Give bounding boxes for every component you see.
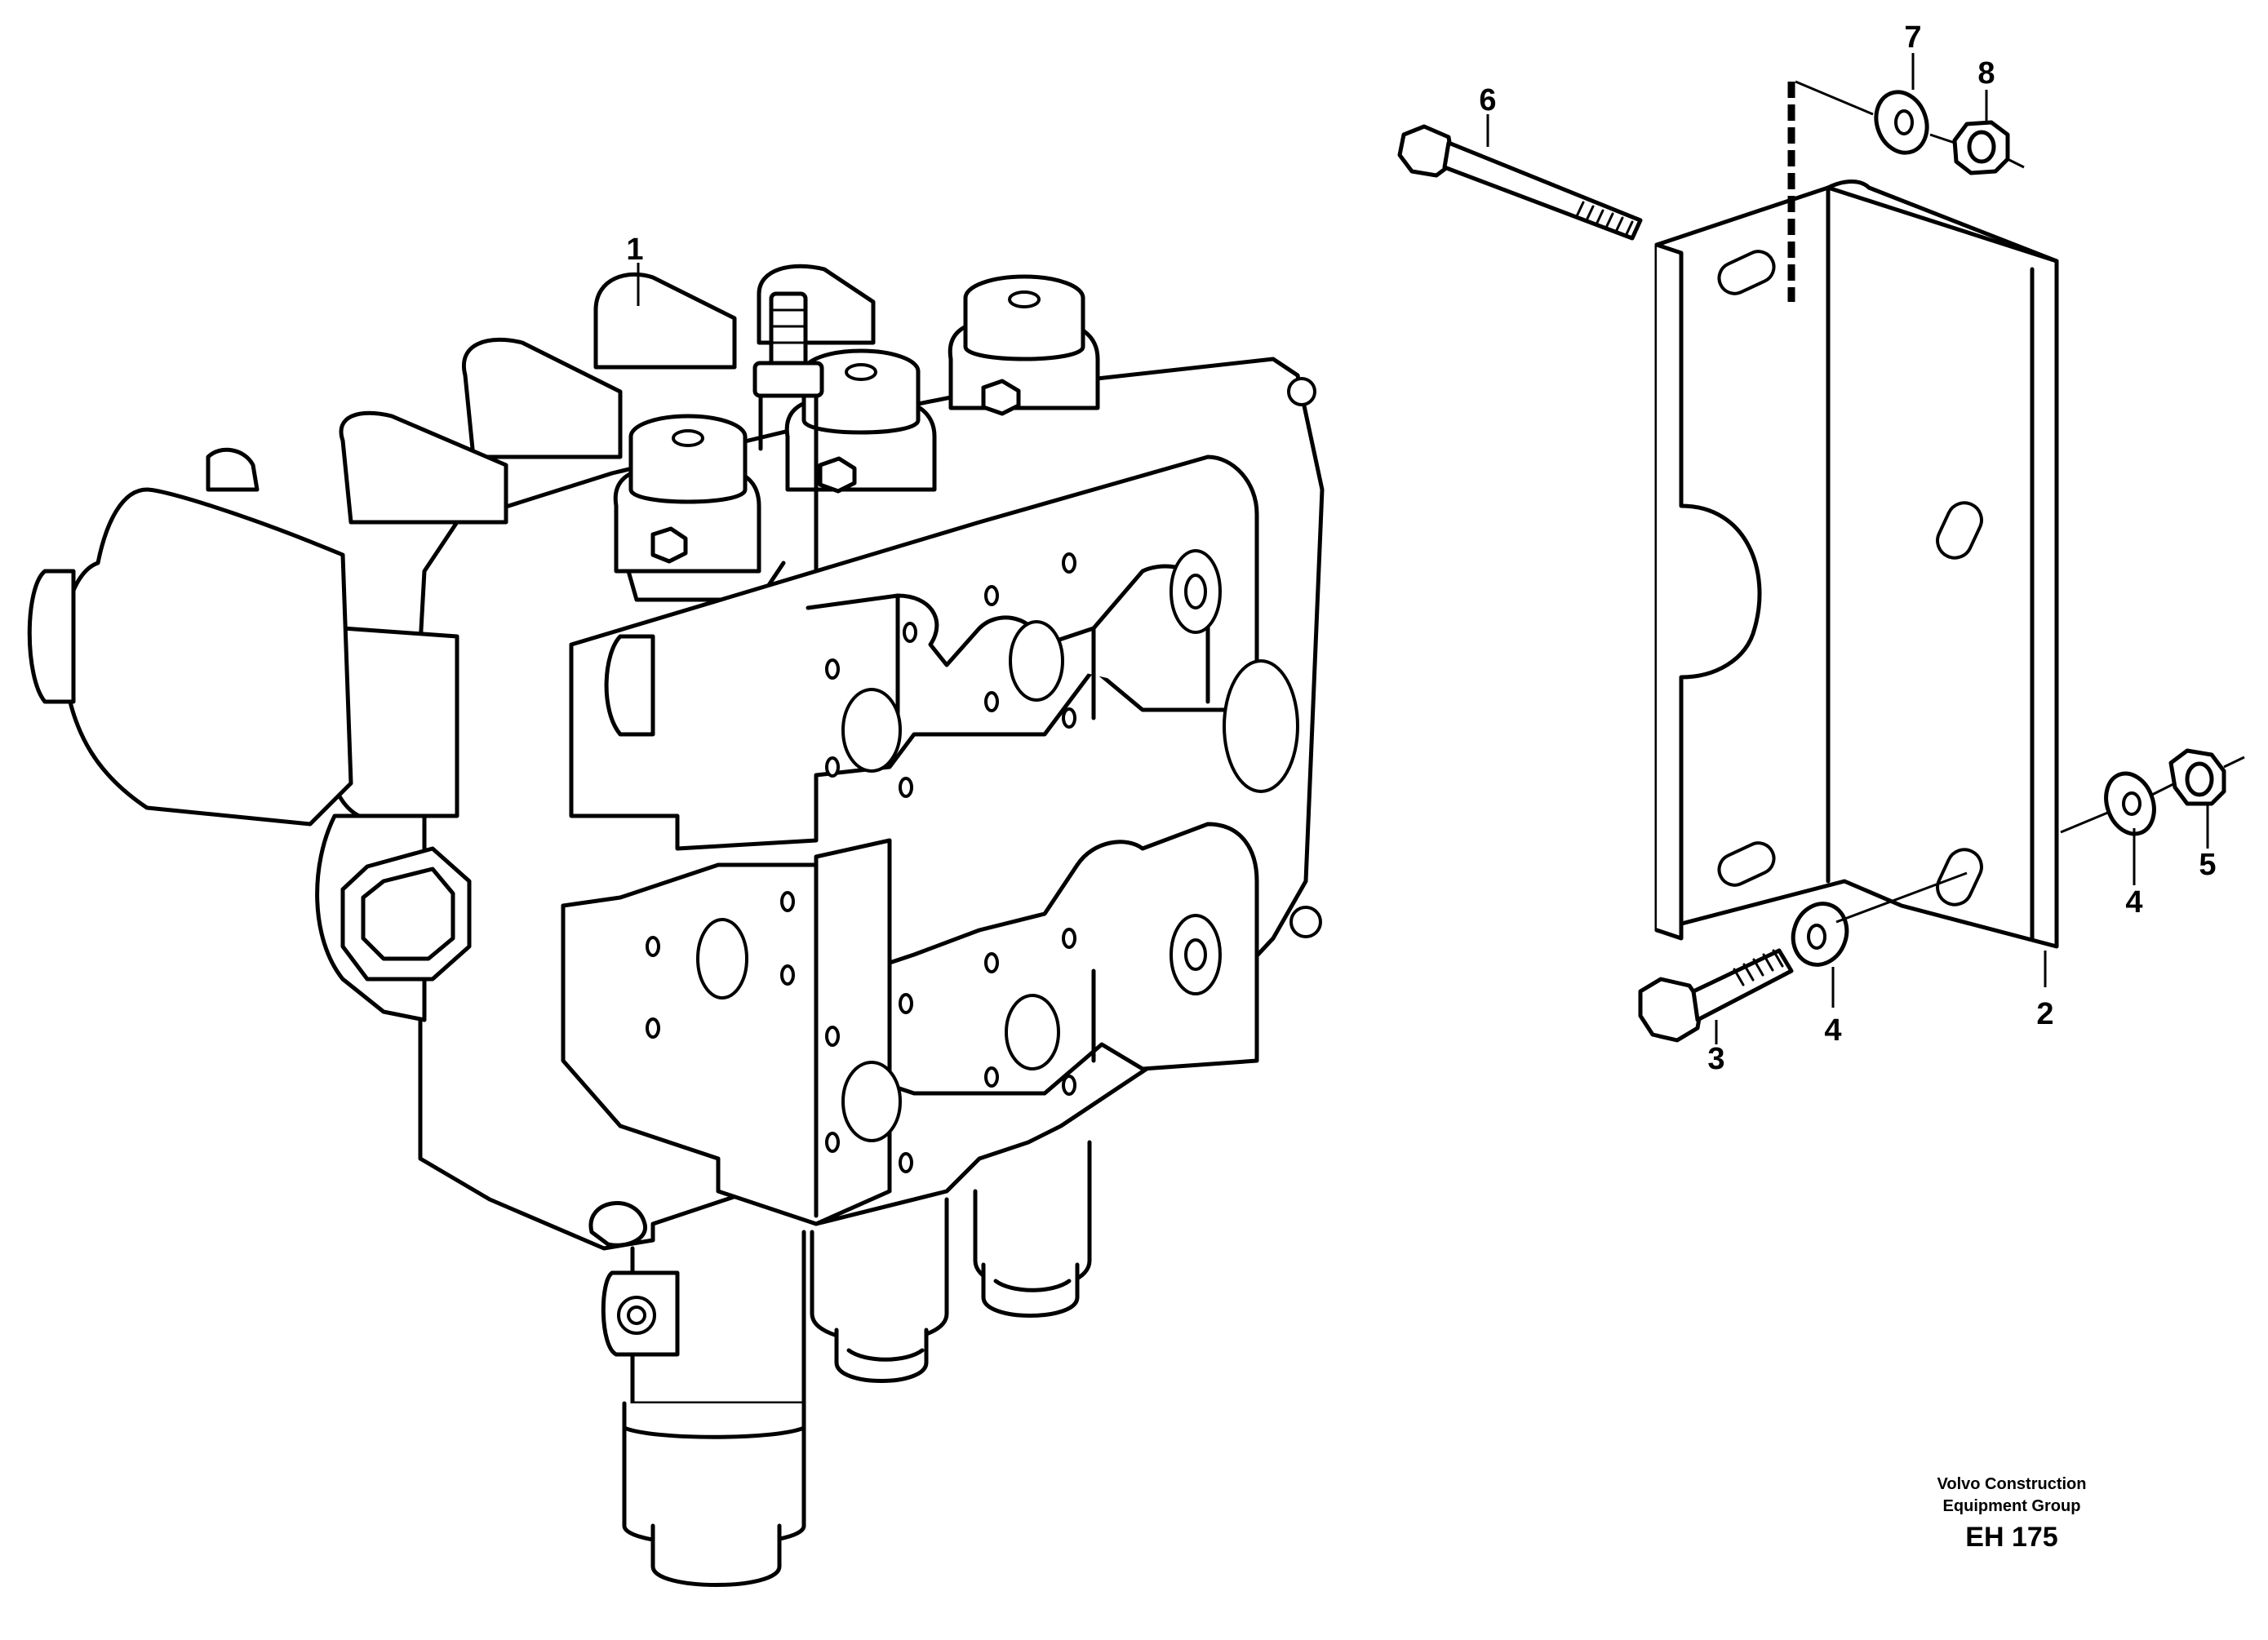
callout-2: 2 — [2036, 997, 2053, 1031]
valve-cap — [948, 274, 1100, 416]
company-name-line1: Volvo Construction — [1937, 1475, 2087, 1493]
bolt-icon — [1638, 948, 1794, 1043]
bolt-icon — [1397, 124, 1643, 241]
callout-8: 8 — [1977, 56, 1995, 91]
washer-icon — [1874, 90, 1929, 155]
mounting-bracket — [1654, 180, 2059, 949]
valve-cap — [613, 414, 786, 602]
company-name-line2: Equipment Group — [1943, 1497, 2081, 1515]
washer-icon — [1791, 902, 1849, 967]
callout-5: 5 — [2199, 848, 2216, 882]
callout-1: 1 — [626, 233, 643, 267]
callout-leaders — [637, 53, 2209, 1044]
drawing-code: EH 175 — [1965, 1522, 2057, 1553]
nut-icon — [1952, 120, 2010, 175]
callout-3: 3 — [1707, 1042, 1724, 1076]
spool-end — [601, 1230, 806, 1587]
sensor-fitting-icon — [752, 291, 824, 574]
nut-icon — [2168, 748, 2226, 806]
callout-4-bottom: 4 — [1824, 1013, 1841, 1048]
control-valve-assembly — [27, 264, 1325, 1587]
callout-7: 7 — [1904, 20, 1921, 55]
spool-end — [810, 1197, 949, 1383]
callout-4-right: 4 — [2125, 885, 2142, 920]
spool-end — [973, 1140, 1092, 1318]
valve-cap — [784, 348, 937, 494]
washer-icon — [2104, 771, 2156, 836]
footer-block: Volvo Construction Equipment Group EH 17… — [1937, 1475, 2087, 1553]
callout-6: 6 — [1479, 83, 1496, 117]
